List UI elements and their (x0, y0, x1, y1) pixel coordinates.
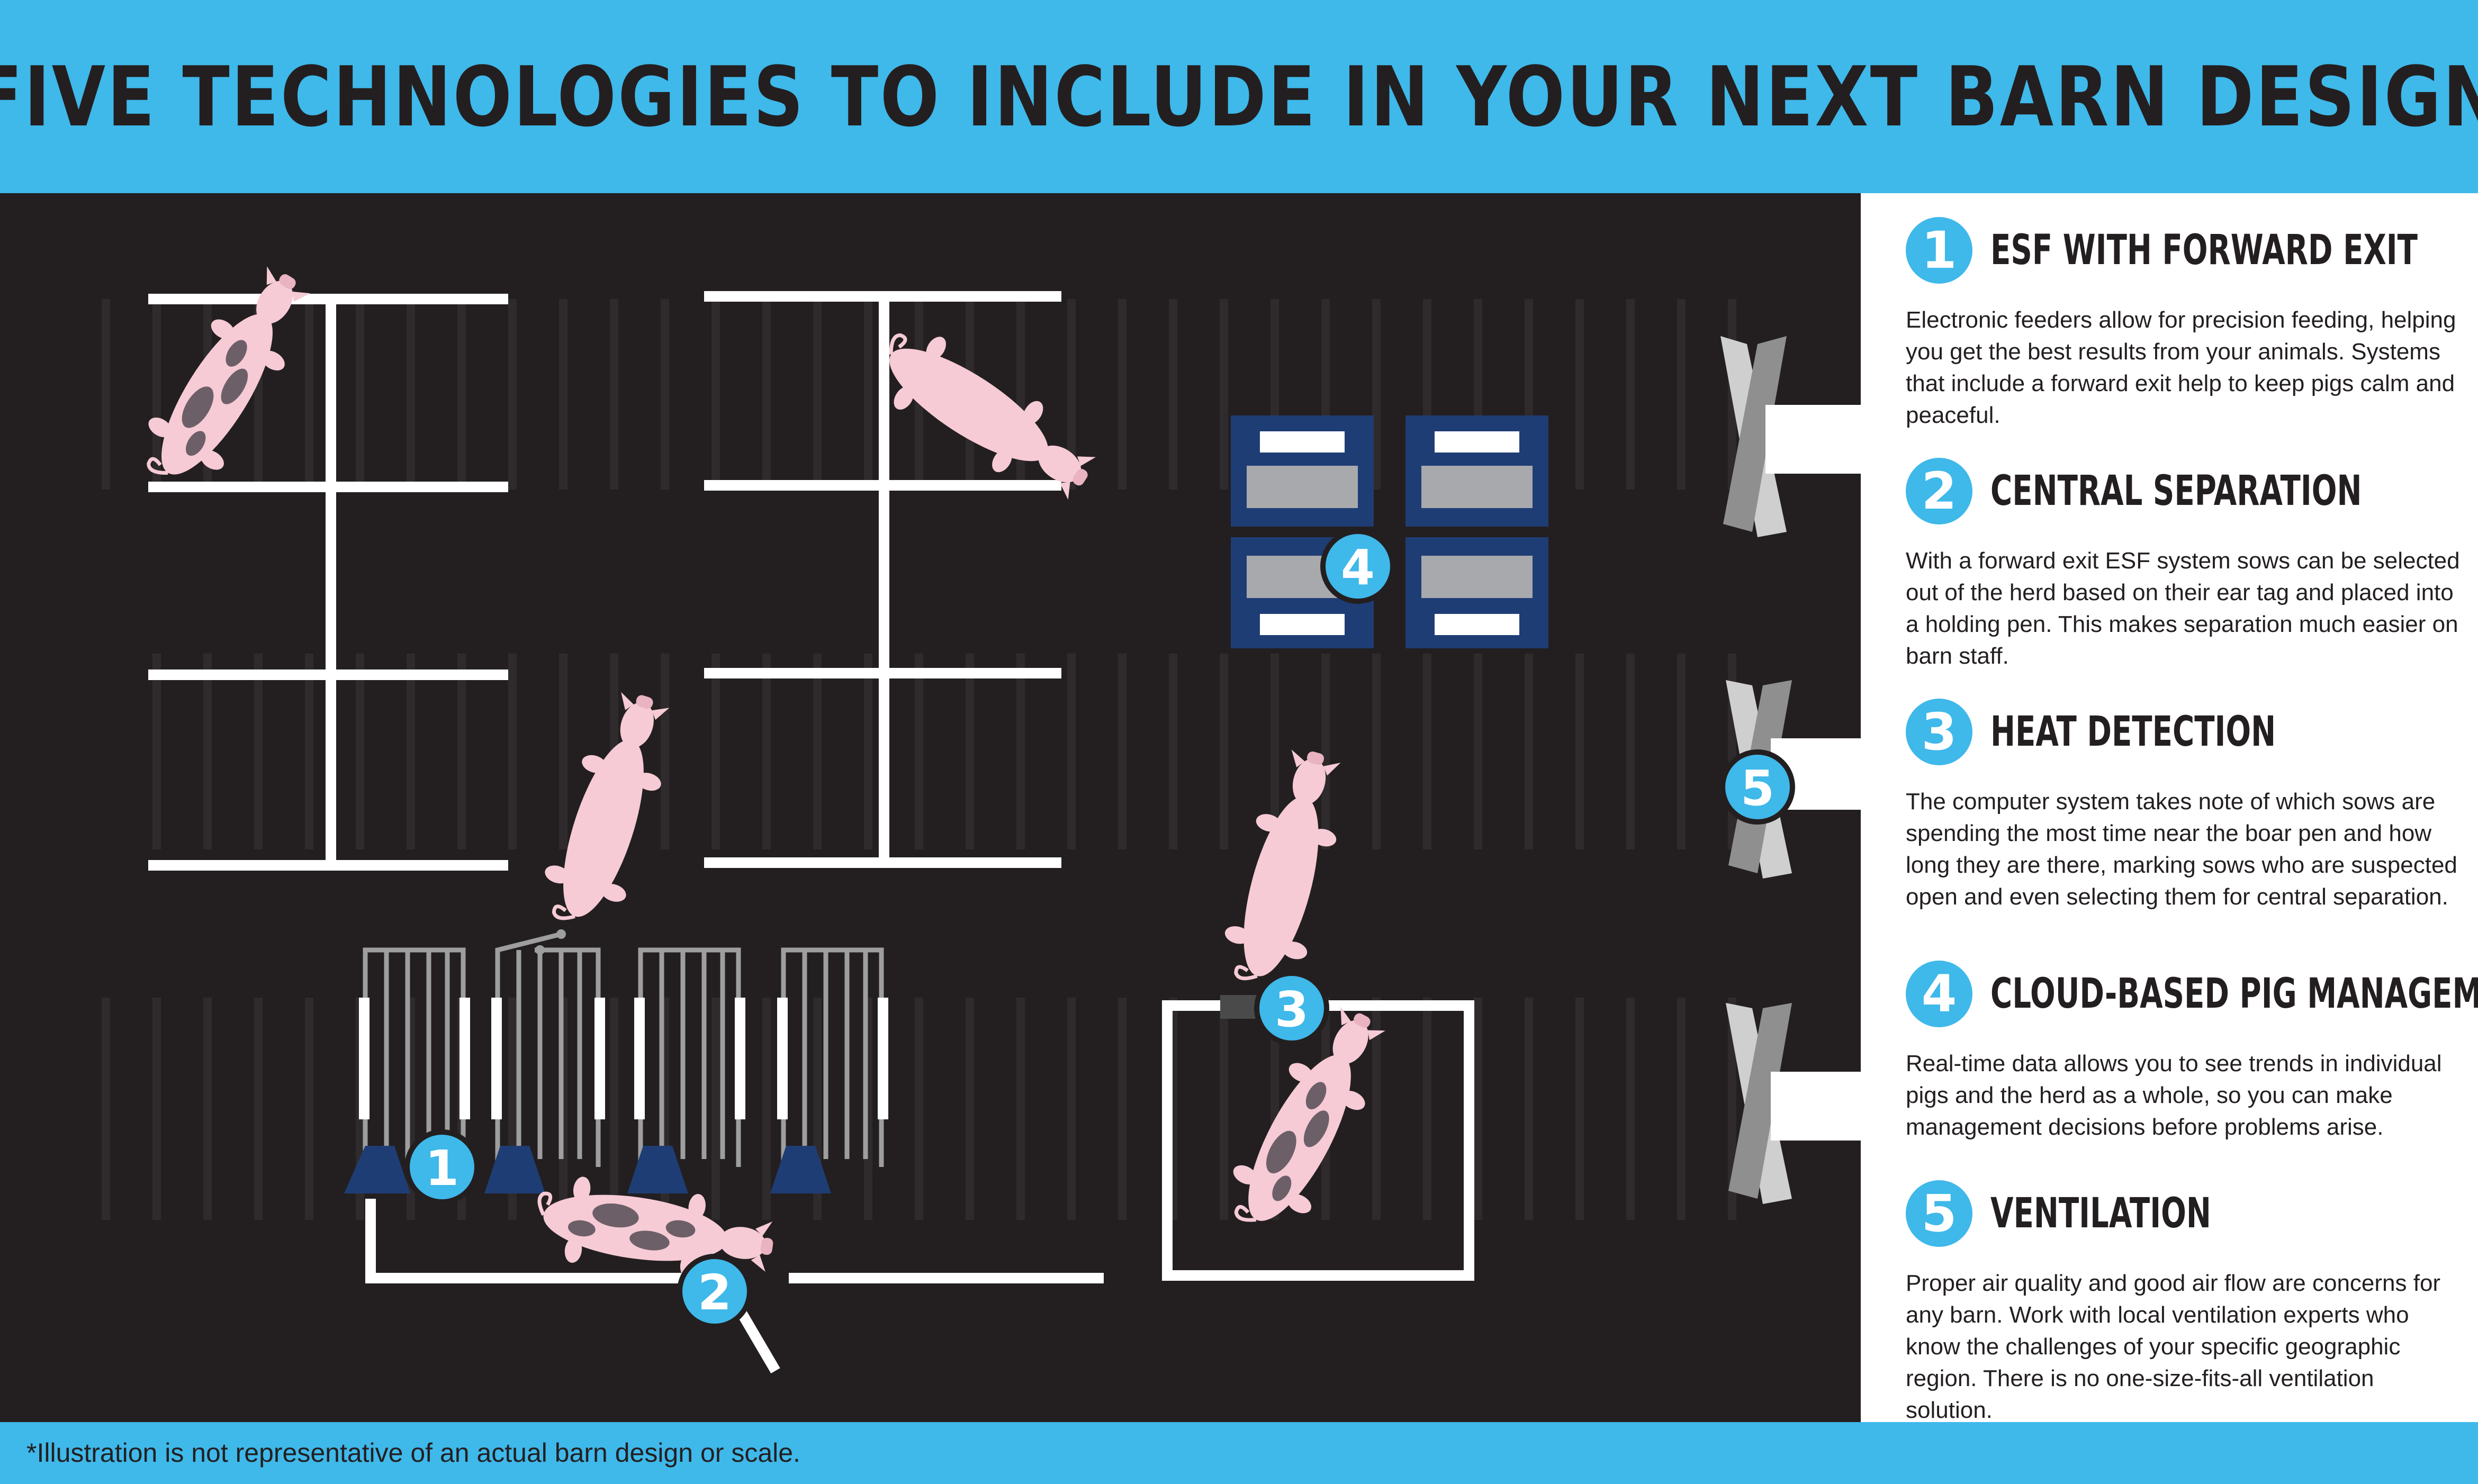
legend-title: HEAT DETECTION (1990, 708, 2276, 756)
legend-description: Electronic feeders allow for precision f… (1906, 307, 2456, 428)
number-badge: 1 (1906, 217, 1972, 284)
legend-description: Proper air quality and good air flow are… (1906, 1270, 2441, 1423)
fan-unit (1720, 336, 1861, 537)
marker-1: 1 (404, 1129, 480, 1205)
barn-diagram: 1 2 3 4 5 (95, 193, 1861, 1374)
legend-title: ESF WITH FORWARD EXIT (1990, 227, 2418, 274)
legend-item-heat-detection: 3 HEAT DETECTION The computer system tak… (1906, 696, 2467, 913)
marker-4: 4 (1320, 529, 1395, 604)
marker-label: 2 (698, 1264, 732, 1321)
legend-item-central-separation: 2 CENTRAL SEPARATION With a forward exit… (1906, 455, 2467, 672)
esf-feeder-stalls (344, 929, 888, 1193)
pen-stalls-left (148, 294, 508, 871)
marker-label: 4 (1341, 539, 1375, 596)
legend-item-ventilation: 5 VENTILATION Proper air quality and goo… (1906, 1178, 2467, 1426)
number-badge: 2 (1906, 458, 1972, 524)
footer-banner: *Illustration is not representative of a… (0, 1422, 2478, 1484)
legend-description: The computer system takes note of which … (1906, 789, 2457, 910)
marker-label: 3 (1275, 981, 1309, 1038)
legend-title: CENTRAL SEPARATION (1990, 467, 2362, 515)
number-badge: 5 (1906, 1180, 1972, 1247)
legend-item-cloud-management: 4 CLOUD-BASED PIG MANAGEMENT Real-time d… (1906, 958, 2478, 1143)
legend-item-esf: 1 ESF WITH FORWARD EXIT Electronic feede… (1906, 214, 2467, 431)
marker-5: 5 (1720, 749, 1795, 825)
header-banner: FIVE TECHNOLOGIES TO INCLUDE IN YOUR NEX… (0, 0, 2478, 193)
legend-description: Real-time data allows you to see trends … (1906, 1051, 2442, 1140)
marker-2: 2 (677, 1254, 752, 1329)
feeder-unit (484, 1146, 545, 1193)
slatted-floor (95, 998, 1736, 1220)
marker-3: 3 (1254, 971, 1329, 1046)
page-title: FIVE TECHNOLOGIES TO INCLUDE IN YOUR NEX… (0, 48, 2478, 145)
marker-label: 1 (425, 1140, 459, 1197)
footnote: *Illustration is not representative of a… (26, 1438, 800, 1468)
slatted-floor (122, 654, 1763, 849)
legend-description: With a forward exit ESF system sows can … (1906, 548, 2460, 669)
feeder-unit (344, 1146, 410, 1193)
number-badge: 4 (1906, 961, 1972, 1027)
feeder-unit (627, 1146, 688, 1193)
feeder-unit (770, 1146, 831, 1193)
marker-label: 5 (1741, 760, 1774, 817)
fan-unit (1726, 1003, 1861, 1204)
legend-panel: 1 ESF WITH FORWARD EXIT Electronic feede… (1861, 193, 2478, 1423)
barn-illustration: 1 2 3 4 5 (0, 193, 1861, 1422)
pen-stalls-right (704, 291, 1061, 868)
legend-title: VENTILATION (1990, 1190, 2211, 1237)
legend-title: CLOUD-BASED PIG MANAGEMENT (1990, 970, 2478, 1018)
number-badge: 3 (1906, 699, 1972, 765)
